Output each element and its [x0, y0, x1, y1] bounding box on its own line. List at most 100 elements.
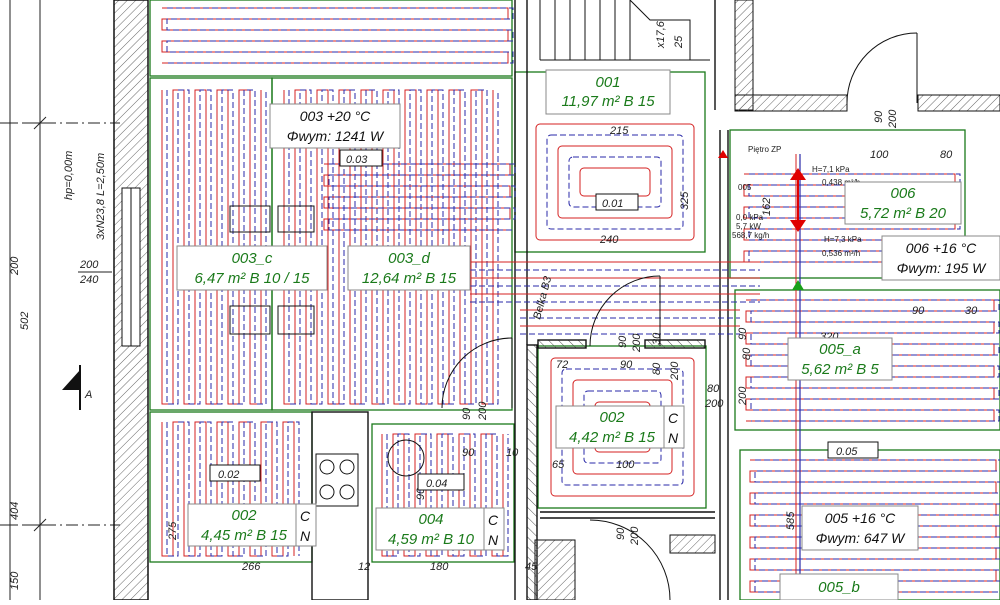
dim-door-200-a: 200 — [477, 401, 489, 421]
staircase — [539, 0, 710, 61]
dim-30b: 30 — [651, 332, 663, 345]
dim-585: 585 — [785, 511, 797, 530]
thermal-info-boxes: 003 +20 °C Φwym: 1241 W 006 +16 °C Φwym:… — [269, 103, 1000, 551]
dim-door-200-c: 200 — [737, 386, 749, 406]
interior-walls — [311, 0, 729, 601]
room-004-id: 004 — [418, 511, 443, 528]
section-label: A — [84, 389, 92, 401]
cn-mark-n-3: N — [488, 532, 499, 548]
cn-mark-c-2: C — [300, 508, 311, 524]
dim-90-bath: 90 — [620, 359, 633, 371]
room-label-005b: 005_b — [779, 573, 899, 601]
room-004-area: 4,59 m² B 10 — [388, 531, 475, 548]
cn-marks: C N C N C N — [295, 405, 685, 551]
room-003d-id: 003_d — [388, 250, 430, 267]
room-002-left-area: 4,45 m² B 15 — [201, 527, 288, 544]
return-pipe-loop — [166, 7, 514, 64]
heating-loop-segment — [579, 167, 651, 197]
dim-65: 65 — [552, 459, 565, 471]
tag-001: 0.01 — [602, 198, 623, 210]
dim-325: 325 — [679, 191, 691, 210]
room-labels: 001 11,97 m² B 15 003_c 6,47 m² B 10 / 1… — [176, 69, 962, 601]
dim-door-90: 90 — [873, 110, 885, 123]
hob — [315, 453, 359, 507]
return-pipe-loop — [750, 299, 1000, 422]
stair-dim: x17,6 — [655, 20, 667, 49]
valve-note-5: 568,7 kg/h — [732, 231, 769, 240]
dim-150: 150 — [9, 571, 21, 590]
loop-tags: 0.03 0.01 0.02 0.04 0.05 — [209, 149, 879, 491]
heating-loop-segment — [550, 357, 695, 497]
dim-door-90-a: 90 — [461, 407, 473, 420]
valve-note-7: 0,536 m³/h — [822, 249, 860, 258]
stair-dim-25: 25 — [673, 35, 685, 49]
return-pipe-loop — [386, 433, 509, 557]
top-right-walls: 90 200 — [534, 0, 1000, 601]
room-label-002-left: 002 4,45 m² B 15 — [187, 503, 301, 547]
room-006-area: 5,72 m² B 20 — [860, 205, 947, 222]
dim-door-200: 200 — [887, 109, 899, 129]
dim-90-wc: 90 — [462, 447, 475, 459]
dim-100: 100 — [870, 149, 889, 161]
room-label-002-center: 002 4,42 m² B 15 — [555, 405, 669, 449]
dim-10: 10 — [506, 447, 519, 459]
dim-215: 215 — [609, 125, 629, 137]
section-arrow-icon — [62, 370, 80, 390]
room-001-id: 001 — [595, 74, 620, 91]
left-dimension-chain — [0, 0, 120, 600]
supply-pipe-loop — [745, 299, 995, 422]
info-005-power: Φwym: 647 W — [816, 530, 907, 546]
info-006-temp: 006 +16 °C — [906, 240, 977, 256]
heating-loop-segment — [546, 134, 684, 230]
cn-mark-n-1: N — [668, 430, 679, 446]
room-006-id: 006 — [890, 185, 916, 202]
room-005a-area: 5,62 m² B 5 — [801, 361, 879, 378]
info-005-temp: 005 +16 °C — [825, 510, 896, 526]
room-label-005a: 005_a 5,62 m² B 5 — [787, 337, 893, 381]
room-003c-area: 6,47 m² B 10 / 15 — [194, 270, 310, 287]
room-label-006: 006 5,72 m² B 20 — [844, 181, 962, 225]
dim-80-c: 80 — [651, 362, 663, 375]
door-swings — [387, 275, 661, 477]
dim-404: 404 — [9, 502, 21, 520]
dim-door-90-c: 90 — [737, 327, 749, 340]
dim-12: 12 — [358, 561, 370, 573]
dim-240: 240 — [599, 234, 619, 246]
radiators — [229, 205, 315, 335]
dim-left-200: 200 — [9, 256, 21, 276]
dim-door-200-b: 200 — [631, 333, 643, 353]
floor-note: Piętro ZP — [748, 145, 781, 154]
dim-window-240: 240 — [79, 274, 99, 286]
dim-180: 180 — [430, 561, 449, 573]
tag-004: 0.04 — [426, 478, 447, 490]
dim-90-hall: 90 — [912, 305, 925, 317]
room-003c-id: 003_c — [232, 250, 273, 267]
beam-label: Belka B3 — [531, 274, 554, 320]
dim-200-i: 200 — [669, 361, 681, 381]
heating-loop-segment — [535, 123, 695, 241]
valve-markers — [718, 150, 806, 290]
room-005b-id: 005_b — [818, 579, 860, 596]
dim-45: 45 — [525, 561, 538, 573]
room-label-003c: 003_c 6,47 m² B 10 / 15 — [176, 245, 328, 291]
room-label-003d: 003_d 12,64 m² B 15 — [347, 245, 471, 291]
info-box-006: 006 +16 °C Φwym: 195 W — [881, 235, 1000, 281]
valve-note-1: H=7,1 kPa — [812, 165, 850, 174]
info-006-power: Φwym: 195 W — [897, 260, 988, 276]
cn-mark-c-1: C — [668, 410, 679, 426]
info-003-power: Φwym: 1241 W — [287, 128, 385, 144]
dim-100-bath: 100 — [616, 459, 635, 471]
dim-502: 502 — [19, 312, 31, 330]
dim-200-bath: 200 — [704, 398, 724, 410]
room-002-center-area: 4,42 m² B 15 — [569, 429, 656, 446]
valve-note-6: H=7,3 kPa — [824, 235, 862, 244]
valve-note-2: 0,438 m³/h — [822, 178, 860, 187]
return-pipe-loop — [328, 163, 516, 231]
exterior-wall-left — [113, 0, 149, 601]
return-pipe-loop — [166, 89, 267, 405]
dim-door-90-d: 90 — [615, 527, 627, 540]
valve-note-3: 0,0 kPa — [736, 213, 764, 222]
hp-note: hp=0,00m — [63, 151, 75, 200]
valve-note-4: 5,7 kW — [736, 222, 761, 231]
